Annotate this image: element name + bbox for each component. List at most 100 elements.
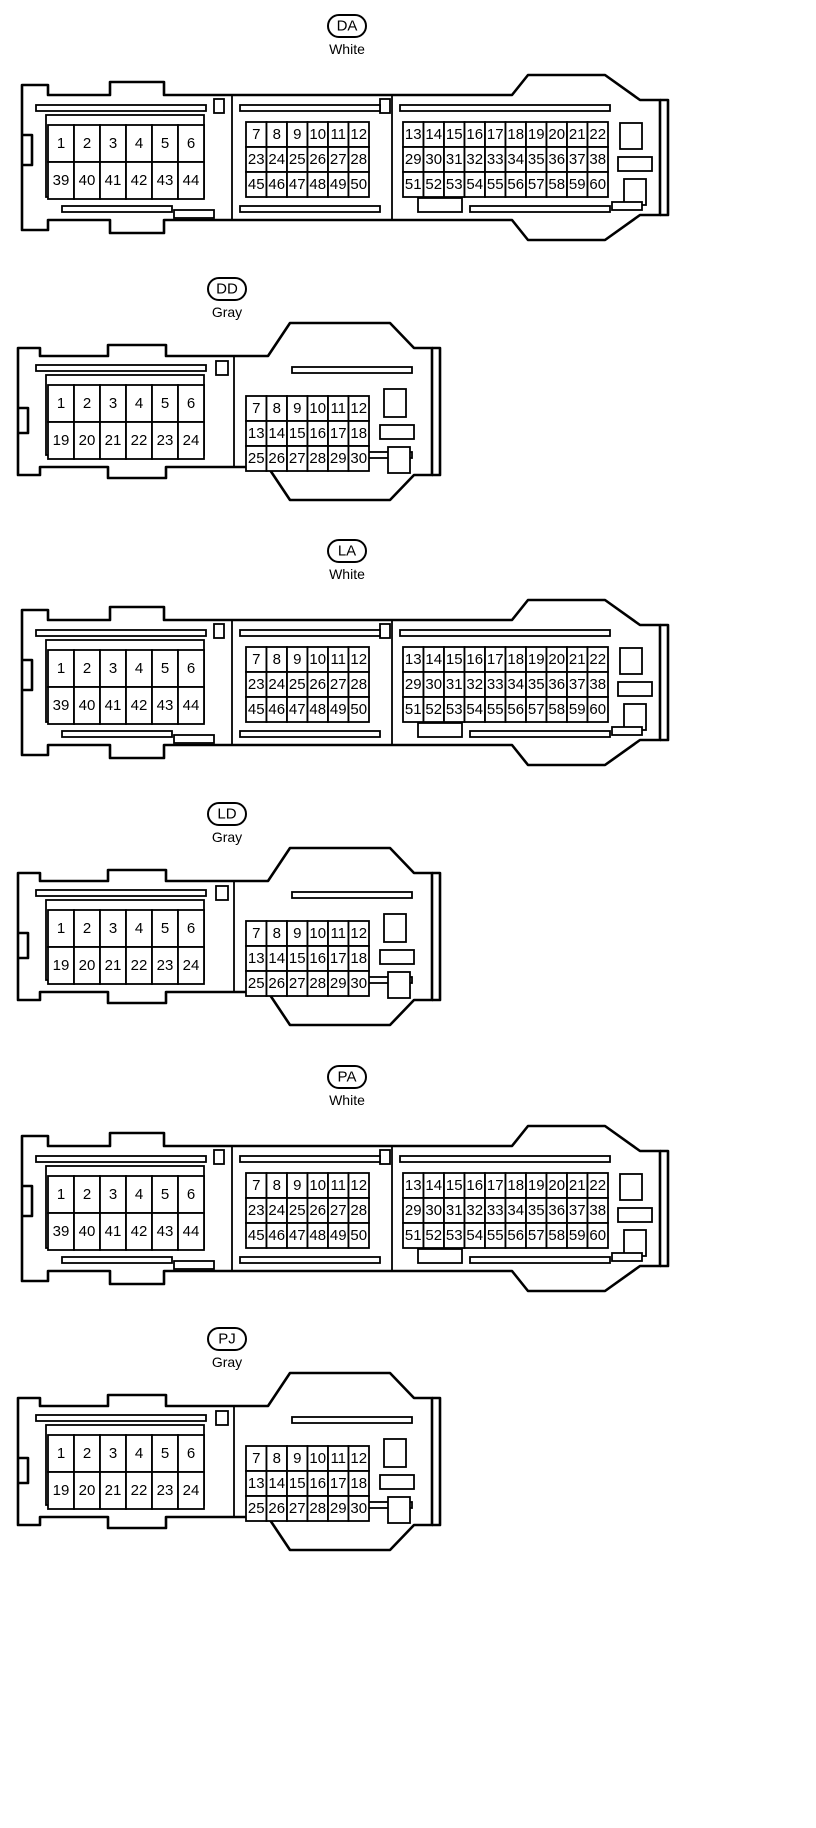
- housing-rail: [35, 104, 207, 112]
- pin-number: 45: [248, 1227, 265, 1244]
- pin-number: 40: [79, 697, 96, 714]
- pin-number: 46: [268, 176, 285, 193]
- pin-number: 50: [350, 1227, 367, 1244]
- pin-cell: [73, 421, 101, 460]
- pin-number: 15: [289, 950, 306, 967]
- pin-number: 20: [548, 651, 565, 668]
- pin-number: 18: [350, 1475, 367, 1492]
- pin-number: 4: [135, 1186, 143, 1203]
- pin-number: 18: [507, 1177, 524, 1194]
- pin-number: 11: [330, 925, 346, 942]
- pin-number: 10: [309, 925, 326, 942]
- pin-number: 22: [589, 1177, 606, 1194]
- pin-number: 14: [268, 1475, 285, 1492]
- pin-number: 16: [309, 425, 326, 442]
- pin-cell: [347, 696, 370, 723]
- housing-rail: [469, 205, 611, 213]
- pin-number: 22: [131, 957, 148, 974]
- pin-number: 3: [109, 1186, 117, 1203]
- pin-number: 39: [53, 1223, 70, 1240]
- pin-number: 38: [589, 676, 606, 693]
- side-lock-slot: [387, 1496, 411, 1524]
- housing-rail: [61, 205, 173, 213]
- housing-rail: [35, 1414, 207, 1422]
- pin-number: 4: [135, 1445, 143, 1462]
- pin-number: 46: [268, 1227, 285, 1244]
- connector-latch: [432, 346, 442, 477]
- pin-number: 24: [183, 957, 200, 974]
- pin-cell: [177, 161, 205, 200]
- pin-number: 29: [330, 450, 347, 467]
- pin-number: 26: [268, 975, 285, 992]
- pin-number: 24: [268, 1202, 285, 1219]
- housing-slot: [173, 209, 215, 219]
- pin-number: 53: [446, 1227, 463, 1244]
- side-lock-slot: [383, 388, 407, 418]
- pin-cell: [151, 124, 179, 163]
- pin-number: 10: [309, 400, 326, 417]
- pin-number: 29: [405, 151, 422, 168]
- housing-rail: [399, 104, 611, 112]
- pin-cell: [73, 946, 101, 985]
- pin-number: 16: [309, 1475, 326, 1492]
- pin-number: 16: [309, 950, 326, 967]
- housing-rail: [239, 1155, 381, 1163]
- pin-cell: [125, 909, 153, 948]
- housing-key: [215, 885, 229, 901]
- pin-number: 57: [528, 701, 545, 718]
- pin-number: 27: [330, 151, 347, 168]
- pin-number: 11: [330, 400, 346, 417]
- connector-tag: LD: [207, 802, 247, 826]
- pin-number: 40: [79, 172, 96, 189]
- connector-latch: [660, 623, 670, 742]
- pin-number: 14: [425, 1177, 442, 1194]
- pin-number: 48: [309, 176, 326, 193]
- pin-number: 15: [289, 425, 306, 442]
- connector-housing: [20, 73, 662, 242]
- pin-number: 23: [248, 676, 265, 693]
- pin-number: 29: [405, 1202, 422, 1219]
- pin-cell: [347, 1495, 370, 1522]
- connector-code: DA: [337, 18, 358, 35]
- pin-number: 53: [446, 176, 463, 193]
- pin-cell: [151, 946, 179, 985]
- pin-cell: [177, 1175, 205, 1214]
- pin-number: 1: [57, 1445, 65, 1462]
- housing-rail: [239, 629, 381, 637]
- pin-number: 14: [268, 950, 285, 967]
- pin-cell: [586, 171, 609, 198]
- pin-cell: [73, 1175, 101, 1214]
- pin-number: 22: [131, 1482, 148, 1499]
- side-lock-slot: [387, 446, 411, 474]
- pin-number: 60: [589, 176, 606, 193]
- pin-number: 4: [135, 135, 143, 152]
- pin-number: 2: [83, 920, 91, 937]
- pin-number: 27: [289, 450, 306, 467]
- connector-tag: LA: [327, 539, 367, 563]
- pin-number: 50: [350, 701, 367, 718]
- pin-number: 58: [548, 176, 565, 193]
- side-lock-slot: [379, 1474, 415, 1490]
- pin-number: 25: [248, 450, 265, 467]
- pin-cell: [99, 1212, 127, 1251]
- housing-rail: [239, 730, 381, 738]
- pin-number: 24: [268, 676, 285, 693]
- pin-number: 10: [309, 1450, 326, 1467]
- housing-rail: [239, 1256, 381, 1264]
- pin-number: 59: [569, 176, 586, 193]
- pin-number: 31: [446, 1202, 463, 1219]
- pin-cell: [47, 1212, 75, 1251]
- pin-number: 47: [289, 701, 306, 718]
- side-lock-slot: [617, 156, 653, 172]
- housing-rail: [239, 205, 381, 213]
- pin-number: 1: [57, 395, 65, 412]
- pin-number: 7: [252, 925, 260, 942]
- pin-number: 30: [350, 975, 367, 992]
- pin-number: 1: [57, 920, 65, 937]
- housing-key: [215, 1410, 229, 1426]
- pin-number: 4: [135, 660, 143, 677]
- pin-cell: [99, 946, 127, 985]
- pin-number: 54: [466, 1227, 483, 1244]
